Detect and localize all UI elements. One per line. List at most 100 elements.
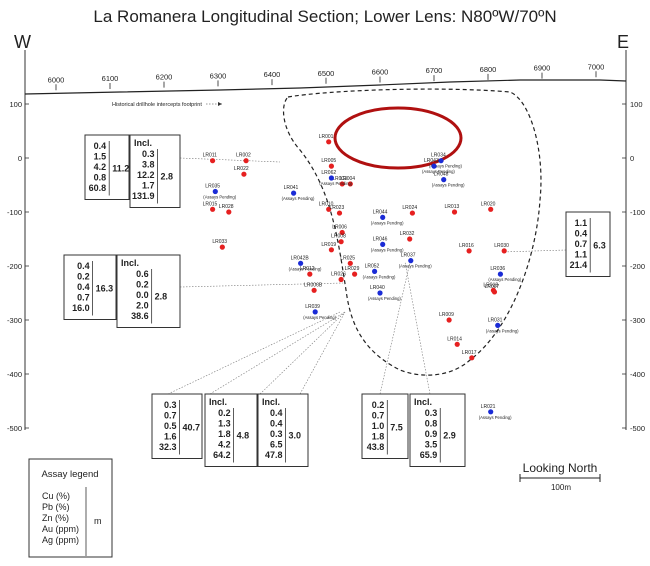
elevation-tick-label: -300 (630, 316, 645, 325)
drillhole-marker (326, 206, 332, 212)
drillhole-id: LR032 (400, 231, 415, 237)
assays-pending-note: (Assays Pending) (363, 274, 396, 279)
assay-value: 2.0 (136, 301, 149, 311)
view-direction-label: Looking North (523, 461, 598, 475)
drillhole-id: LR014 (447, 336, 462, 342)
diagram-title: La Romanera Longitudinal Section; Lower … (93, 7, 556, 26)
assay-value: 0.2 (372, 400, 385, 410)
drillhole-id: LR003 (332, 176, 347, 182)
drillhole-id: LR006 (332, 225, 347, 231)
assays-pending-note: (Assays Pending) (399, 264, 432, 269)
drillhole-id: LR010 (319, 201, 334, 207)
drillhole-marker (451, 209, 458, 215)
drillhole-id: LR004 (340, 176, 355, 182)
elevation-tick-label: -400 (7, 370, 22, 379)
legend-item: Zn (%) (42, 513, 69, 523)
drillhole-marker (307, 271, 313, 277)
elevation-tick-label: -400 (630, 370, 645, 379)
drillhole-id: LR044 (373, 209, 388, 215)
drillhole-id: LR037 (401, 253, 416, 259)
assay-value: 0.9 (425, 429, 438, 439)
easting-tick-label: 6800 (480, 65, 497, 74)
assay-value: 1.1 (575, 250, 588, 260)
assay-value: 1.8 (218, 429, 231, 439)
assay-value: 0.0 (136, 290, 149, 300)
assay-value: 0.3 (425, 408, 438, 418)
drillhole-id: LR029 (345, 266, 360, 272)
elevation-tick-label: 0 (630, 154, 634, 163)
assay-value: 1.0 (372, 421, 385, 431)
interval-length: 40.7 (183, 422, 201, 432)
elevation-tick-label: -500 (7, 424, 22, 433)
drillhole-id: LR022 (234, 166, 249, 172)
drillhole-id: LR021 (481, 404, 496, 410)
historical-footprint-label: Historical drillhole intercepts footprin… (112, 102, 202, 108)
assay-value: 0.3 (270, 429, 283, 439)
assay-value: 43.8 (367, 442, 385, 452)
drillhole-id: LR002 (236, 153, 251, 159)
historical-footprint-ellipse (333, 106, 463, 170)
drillhole-marker (226, 209, 232, 215)
intercept-box: 0.41.54.20.860.811.2 (84, 134, 130, 200)
legend-unit: m (94, 516, 102, 526)
drillhole-id: LR048 (434, 172, 449, 178)
drillhole-marker (328, 163, 334, 169)
assays-pending-note: (Assays Pending) (422, 169, 455, 174)
assay-value: 131.9 (132, 191, 155, 201)
assay-value: 1.6 (164, 432, 177, 442)
scale-label: 100m (551, 483, 571, 492)
easting-tick-label: 6400 (264, 70, 281, 79)
assays-pending-note: (Assays Pending) (429, 164, 462, 169)
intercept-leader-lines (167, 157, 567, 395)
drillhole-id: LR024 (402, 205, 417, 211)
drillhole-marker (298, 260, 304, 266)
drillhole-id: LR016 (459, 243, 474, 249)
include-label: Incl. (209, 397, 227, 407)
drillhole-marker (495, 322, 501, 328)
drillhole-marker (328, 175, 334, 181)
assays-pending-note: (Assays Pending) (432, 183, 465, 188)
drillhole-marker (408, 258, 414, 264)
drillhole-marker (338, 276, 344, 283)
drillhole-marker (380, 241, 386, 247)
intercept-box: Incl.0.40.40.36.547.83.0 (257, 393, 309, 467)
assay-value: 0.7 (372, 411, 385, 421)
assay-value: 0.7 (77, 293, 90, 303)
drillhole-id: LR028 (219, 204, 234, 210)
drillhole-id: LR036 (490, 266, 505, 272)
drillhole-marker (336, 210, 343, 216)
assay-value: 1.8 (372, 432, 385, 442)
easting-tick-label: 6900 (534, 64, 551, 73)
easting-tick-label: 6600 (372, 67, 389, 76)
drillhole-id: LR026 (331, 272, 346, 278)
assay-value: 0.4 (77, 282, 90, 292)
drillhole-id: LR062 (321, 170, 336, 176)
legend-item: Cu (%) (42, 491, 70, 501)
drillhole-id: LR039 (305, 304, 320, 310)
elevation-tick-label: 100 (9, 100, 22, 109)
drillhole-id: LR042B (291, 255, 310, 261)
drillhole-id: LR019 (321, 242, 336, 248)
assay-value: 47.8 (265, 450, 283, 460)
drillhole-id: LR007 (484, 284, 499, 290)
assay-value: 0.4 (575, 229, 588, 239)
drillhole-marker (311, 287, 317, 293)
easting-tick-label: 7000 (588, 62, 605, 71)
assay-value: 1.7 (142, 181, 155, 191)
drillhole-marker (219, 244, 225, 250)
assay-value: 16.0 (72, 303, 90, 313)
drillhole-marker (380, 214, 386, 220)
legend-item: Pb (%) (42, 502, 70, 512)
drillhole-id: LR033 (212, 239, 227, 245)
assay-value: 4.2 (218, 440, 231, 450)
drillholes: LR001LR002LR003LR004LR005LR006LR007LR008… (203, 134, 522, 420)
elevation-tick-label: -200 (630, 262, 645, 271)
assays-pending-note: (Assays Pending) (303, 315, 336, 320)
interval-length: 3.0 (289, 430, 302, 440)
assay-value: 0.6 (136, 269, 149, 279)
assay-value: 38.6 (131, 311, 149, 321)
drillhole-marker (438, 158, 444, 164)
interval-length: 16.3 (96, 283, 114, 293)
interval-length: 6.3 (593, 240, 606, 250)
